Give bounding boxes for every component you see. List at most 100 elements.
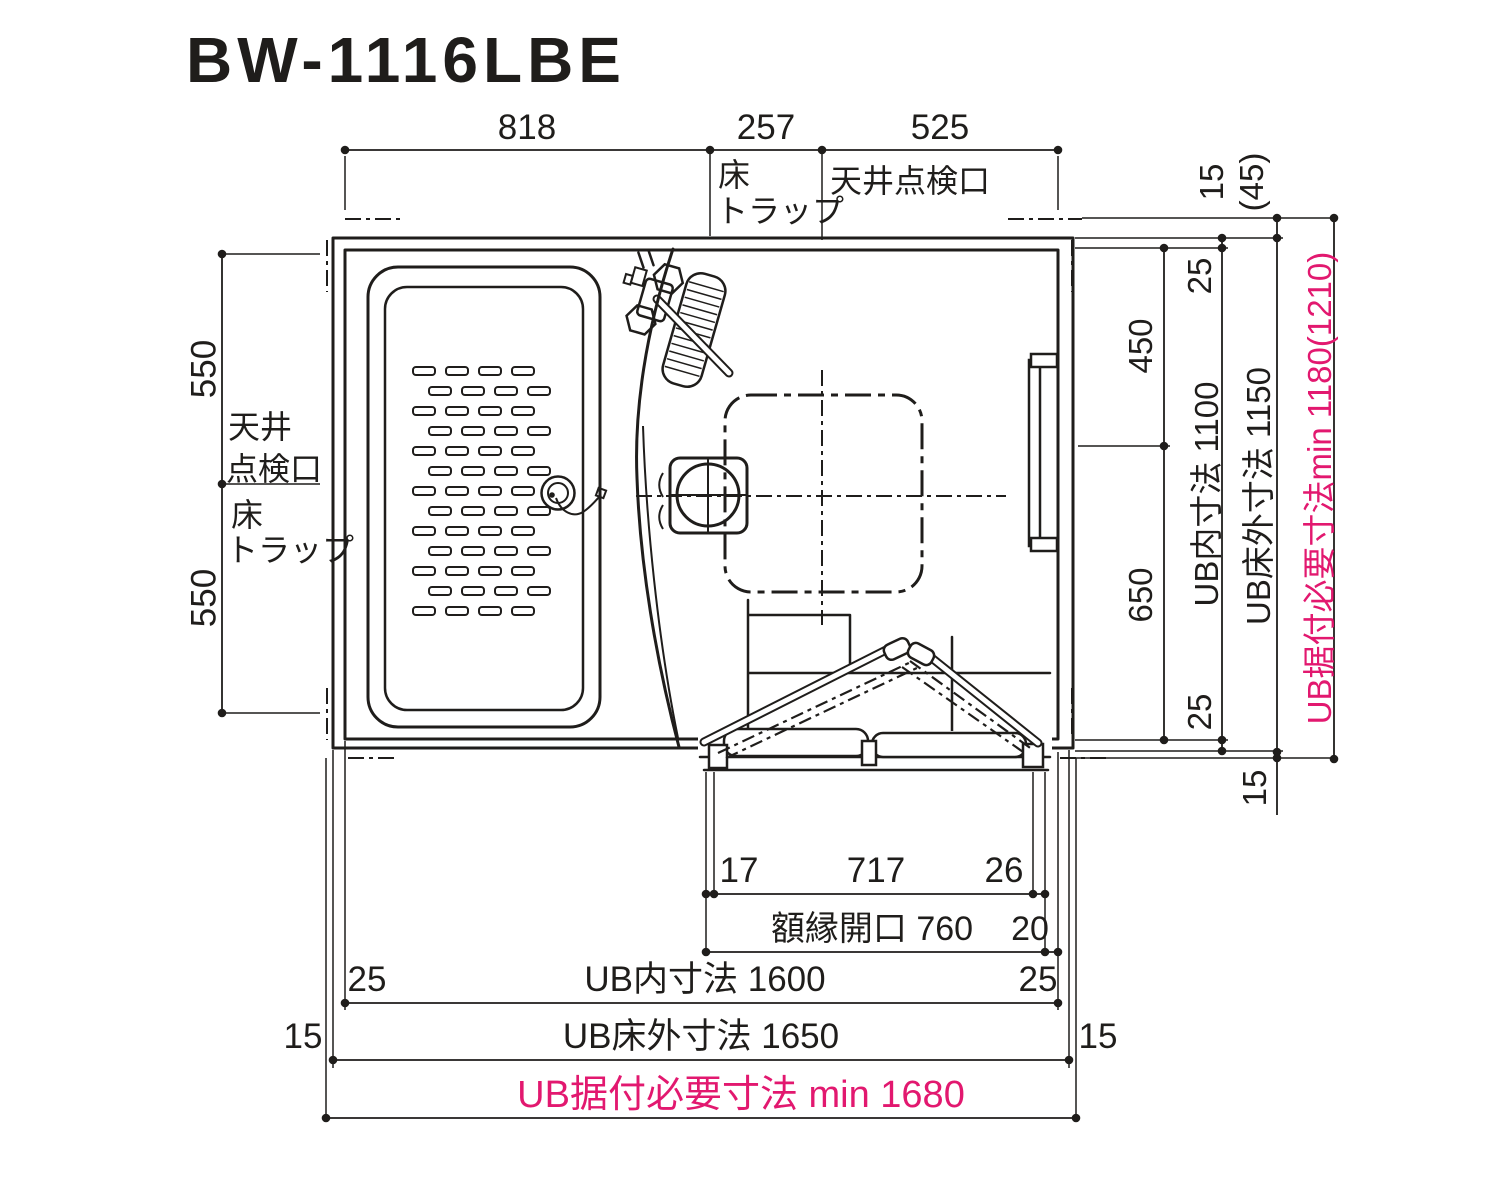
dim-550-bottom: 550 [185, 569, 224, 627]
dim-dot [217, 479, 227, 489]
tub-pattern-pill [478, 606, 502, 616]
tub-pattern-pill [428, 546, 452, 556]
tub-pattern-pill [527, 386, 551, 396]
label-floor-trap-top-1: 床 [718, 157, 750, 193]
floor-trap-clips [658, 472, 664, 530]
dim-dot [701, 947, 711, 957]
drain-chain-end [594, 486, 608, 500]
centerlines [326, 218, 1110, 759]
dim-818: 818 [498, 108, 556, 147]
tub-pattern-pill [412, 606, 436, 616]
dim-525: 525 [911, 108, 969, 147]
dim-25-bottom-right: 25 [1181, 694, 1218, 731]
dim-dots [217, 145, 1339, 1123]
valve-fitting-small [622, 272, 635, 286]
dimension-lines [217, 145, 1339, 1123]
tub-pattern-pill [478, 486, 502, 496]
dim-650: 650 [1122, 567, 1159, 622]
plan-walls [331, 236, 1075, 750]
tub-pattern-pill [527, 466, 551, 476]
dim-25-bottom-right2: 25 [1019, 960, 1058, 999]
dim-dot [705, 145, 715, 155]
tub-pattern [412, 366, 551, 616]
dim-dot [1272, 747, 1282, 757]
dim-dot [217, 708, 227, 718]
tub-pattern-pill [461, 586, 485, 596]
tub-pattern-pill [445, 446, 469, 456]
tub-pattern-pill [478, 406, 502, 416]
labels: BW-1116LBE 818 257 525 床 トラップ 天井点検口 550 … [185, 24, 1338, 1116]
tub-pattern-pill [445, 366, 469, 376]
dim-dot [1329, 213, 1339, 223]
curtain-arc [635, 247, 681, 749]
tub-pattern-pill [511, 406, 535, 416]
folding-door [699, 636, 1043, 759]
tub-pattern-pill [445, 486, 469, 496]
tub-pattern-pill [412, 566, 436, 576]
tub-pattern-pill [511, 606, 535, 616]
towel-bar-mount-bottom [1029, 536, 1059, 553]
dim-25-top-right: 25 [1181, 258, 1218, 295]
valve-body [636, 277, 674, 323]
dim-dot [1040, 889, 1050, 899]
drain-plug-dot [549, 492, 555, 498]
dim-dot [1272, 233, 1282, 243]
tub-pattern-pill [494, 506, 518, 516]
bathtub [366, 265, 608, 729]
tub-pattern-pill [445, 406, 469, 416]
tub-pattern-pill [428, 386, 452, 396]
label-ub-required-right: UB据付必要寸法min 1180(1210) [1301, 252, 1338, 725]
faucet-valve [622, 249, 685, 336]
dim-dot [1064, 1055, 1074, 1065]
dim-26: 26 [985, 851, 1024, 890]
tub-pattern-pill [527, 426, 551, 436]
slide-bar-fill [654, 296, 732, 376]
tub-pattern-pill [511, 566, 535, 576]
floor-panel-lines [746, 598, 1052, 740]
dim-dot [1272, 753, 1282, 763]
tub-drain [540, 475, 608, 516]
dim-dot [701, 889, 711, 899]
tub-pattern-pill [478, 446, 502, 456]
dim-dot [340, 998, 350, 1008]
dim-dot [709, 889, 719, 899]
dim-717: 717 [847, 851, 905, 890]
tub-pattern-pill [412, 366, 436, 376]
tub-pattern-pill [428, 466, 452, 476]
towel-bar [1027, 352, 1059, 553]
door-panel-right-fill [925, 652, 1041, 746]
ceiling-inspection-port-outline [723, 393, 924, 594]
tub-pattern-pill [428, 506, 452, 516]
label-ceiling-port-top: 天井点検口 [830, 163, 990, 199]
towel-bar-rail [1027, 358, 1042, 548]
dim-25-bottom-left: 25 [348, 960, 387, 999]
dim-257: 257 [737, 108, 795, 147]
dim-dot [1040, 947, 1050, 957]
dim-dot [321, 1113, 331, 1123]
dim-15-top-right: 15 [1193, 164, 1230, 201]
tub-pattern-pill [511, 526, 535, 536]
dim-dot [1217, 735, 1227, 745]
drain-outer-circle [540, 475, 576, 511]
wall-outer-rect [331, 236, 1075, 750]
dim-15-bottom-right: 15 [1236, 770, 1273, 807]
tub-pattern-pill [461, 466, 485, 476]
tub-pattern-pill [511, 486, 535, 496]
tub-pattern-pill [494, 426, 518, 436]
dim-dot [1159, 735, 1169, 745]
dim-dot [1217, 243, 1227, 253]
tub-pattern-pill [527, 546, 551, 556]
dim-550-top: 550 [185, 340, 224, 398]
door-hinge-left [882, 636, 912, 662]
bathtub-inner-rim [383, 285, 585, 712]
sill-track-left [722, 727, 870, 758]
dim-dot [1053, 947, 1063, 957]
tub-pattern-pill [478, 526, 502, 536]
tub-pattern-pill [461, 386, 485, 396]
dim-dot [1053, 998, 1063, 1008]
label-ub-floor-outer-1650: UB床外寸法 1650 [563, 1017, 839, 1056]
door-hinge-right [906, 641, 936, 667]
dim-dot [1159, 243, 1169, 253]
label-frame-opening-760: 額縁開口 760 [771, 910, 973, 948]
